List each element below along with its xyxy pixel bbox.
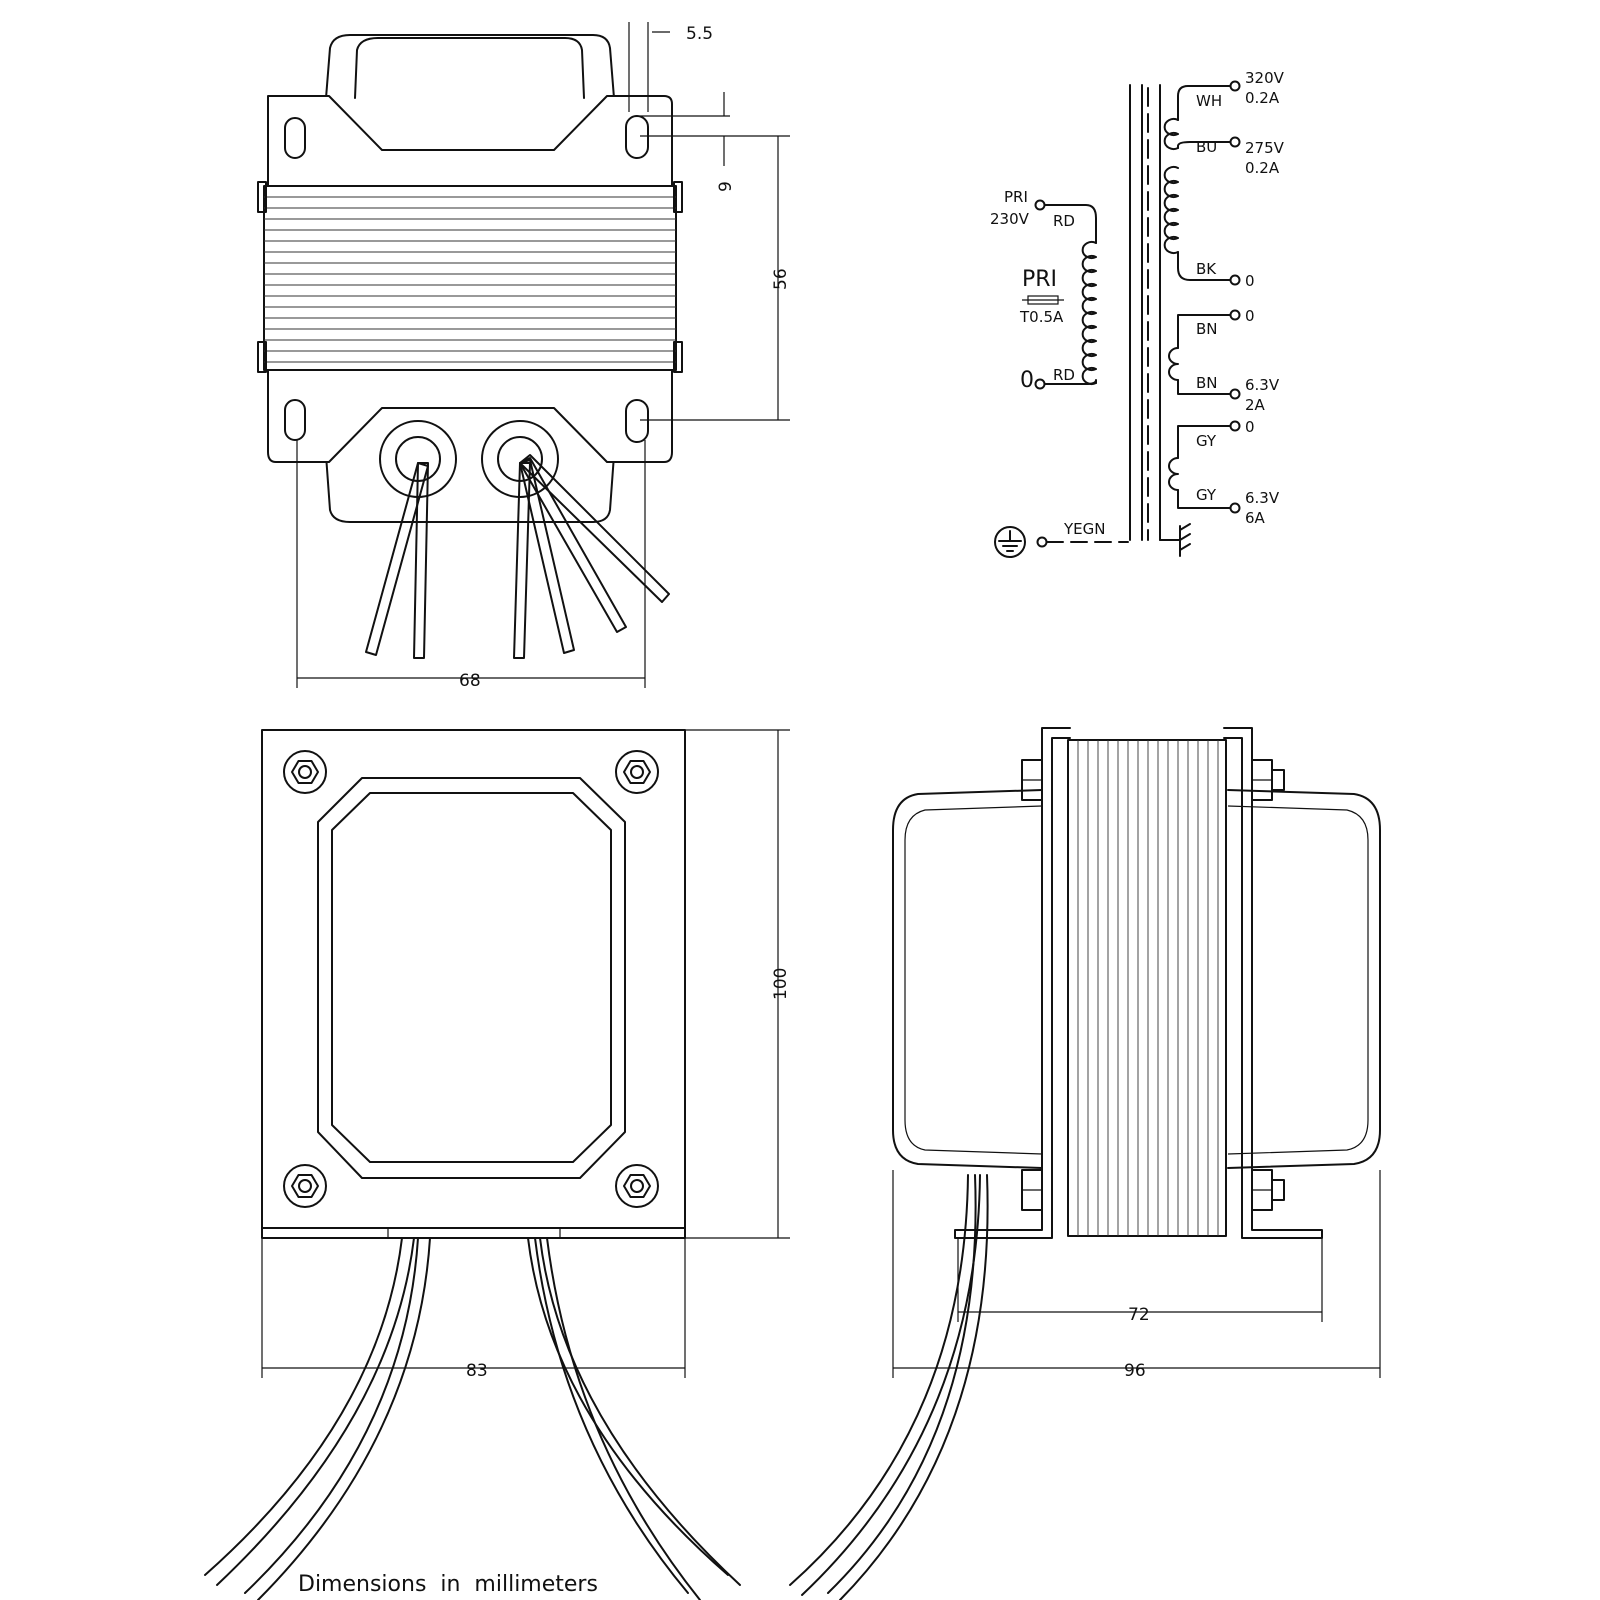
label-rd-bottom: RD <box>1053 366 1075 384</box>
side-bracket-right <box>1223 727 1323 1239</box>
front-view <box>204 729 741 1600</box>
side-core <box>1067 739 1227 1237</box>
clip-left-lower <box>257 341 267 373</box>
dim-label-68: 68 <box>459 671 481 691</box>
label-pri-zero: 0 <box>1020 368 1034 393</box>
side-bracket-left <box>954 727 1071 1239</box>
mount-slot-bottom-left <box>284 399 306 441</box>
top-bell-upper <box>325 34 615 99</box>
wiring-schematic: PRI 230V RD RD 0 PRI T0.5A WH 320V 0.2A … <box>990 69 1285 558</box>
front-window-outer <box>317 777 626 1179</box>
grommet-right-outer <box>481 420 559 498</box>
label-2a: 2A <box>1245 396 1266 414</box>
dim-label-56: 56 <box>771 268 791 290</box>
terminal-gy-6v3 <box>1229 502 1241 514</box>
label-275v: 275V <box>1245 139 1285 157</box>
terminal-bn-zero <box>1229 309 1241 321</box>
label-pri: PRI <box>1004 188 1028 206</box>
label-6a: 6A <box>1245 509 1266 527</box>
side-core-lamination-lines <box>1077 740 1219 1236</box>
label-gy-bottom: GY <box>1196 486 1217 504</box>
side-bell-right <box>1227 789 1381 1169</box>
mount-slot-top-left <box>284 117 306 159</box>
dim-label-72: 72 <box>1128 1305 1150 1325</box>
side-view-dimensions: 72 96 <box>892 1170 1381 1381</box>
label-230v: 230V <box>990 210 1030 228</box>
hv-coil-upper <box>1163 118 1179 150</box>
clip-left-upper <box>257 181 267 213</box>
terminal-gy-zero <box>1229 420 1241 432</box>
side-view <box>789 727 1381 1600</box>
dim-label-83: 83 <box>466 1361 488 1381</box>
front-nut-bottom-right <box>615 1164 659 1208</box>
terminal-wh <box>1229 80 1241 92</box>
top-window-upper <box>354 37 585 99</box>
top-mount-plate-upper <box>267 95 673 187</box>
label-yegn: YEGN <box>1063 520 1105 538</box>
side-bolt-bottom-right <box>1251 1169 1285 1211</box>
top-mount-plate-lower <box>267 369 673 463</box>
dim-label-100: 100 <box>771 968 791 1000</box>
top-view-dimensions: 5.5 9 56 68 <box>296 22 791 691</box>
mount-slot-bottom-right <box>625 399 649 443</box>
label-6v3-6a: 6.3V <box>1245 489 1280 507</box>
label-6v3-2a: 6.3V <box>1245 376 1280 394</box>
top-view-wires <box>365 454 670 659</box>
label-gy-top: GY <box>1196 432 1217 450</box>
core-lamination-lines <box>264 196 676 363</box>
front-nut-top-left <box>283 750 327 794</box>
dim-label-9: 9 <box>716 181 736 192</box>
clip-right-upper <box>673 181 683 213</box>
side-bell-left <box>892 789 1043 1169</box>
footer-note: Dimensions in millimeters <box>298 1572 598 1597</box>
primary-coil <box>1081 241 1097 385</box>
front-nut-top-right <box>615 750 659 794</box>
label-320v-current: 0.2A <box>1245 89 1280 107</box>
hv-coil-lower <box>1163 166 1179 254</box>
label-bn-bottom: BN <box>1196 374 1218 392</box>
label-275v-current: 0.2A <box>1245 159 1280 177</box>
heater-coil-2 <box>1168 457 1179 491</box>
terminal-bn-6v3 <box>1229 388 1241 400</box>
terminal-bk <box>1229 274 1241 286</box>
label-fuse-rating: T0.5A <box>1019 308 1064 326</box>
terminal-bu <box>1229 136 1241 148</box>
clip-right-lower <box>673 341 683 373</box>
side-bolt-bottom-left <box>1021 1169 1043 1211</box>
dim-label-5-5: 5.5 <box>686 24 713 44</box>
label-fuse-pri: PRI <box>1022 267 1057 292</box>
label-bu: BU <box>1196 138 1217 156</box>
label-bk-zero: 0 <box>1245 272 1255 290</box>
mount-slot-top-right <box>625 115 649 159</box>
label-320v: 320V <box>1245 69 1285 87</box>
front-window-inner <box>331 792 612 1163</box>
top-view <box>257 34 683 659</box>
label-bk: BK <box>1196 260 1217 278</box>
terminal-ground <box>1036 536 1048 548</box>
dim-label-96: 96 <box>1124 1361 1146 1381</box>
label-gy-zero: 0 <box>1245 418 1255 436</box>
terminal-pri-230 <box>1034 199 1046 211</box>
top-bell-lower <box>325 454 615 523</box>
label-wh: WH <box>1196 92 1222 110</box>
front-nut-bottom-left <box>283 1164 327 1208</box>
side-bolt-top-left <box>1021 759 1043 801</box>
front-plate <box>261 729 686 1239</box>
terminal-pri-0 <box>1034 378 1046 390</box>
front-view-dimensions: 100 83 <box>261 729 791 1381</box>
side-bolt-top-right <box>1251 759 1285 801</box>
label-rd-top: RD <box>1053 212 1075 230</box>
front-view-wires <box>204 1237 741 1600</box>
heater-coil-1 <box>1168 347 1179 381</box>
label-bn-top: BN <box>1196 320 1218 338</box>
laminated-core-top <box>263 185 677 371</box>
side-view-wires <box>789 1174 989 1600</box>
ground-symbol-icon <box>994 526 1026 558</box>
label-bn-zero: 0 <box>1245 307 1255 325</box>
